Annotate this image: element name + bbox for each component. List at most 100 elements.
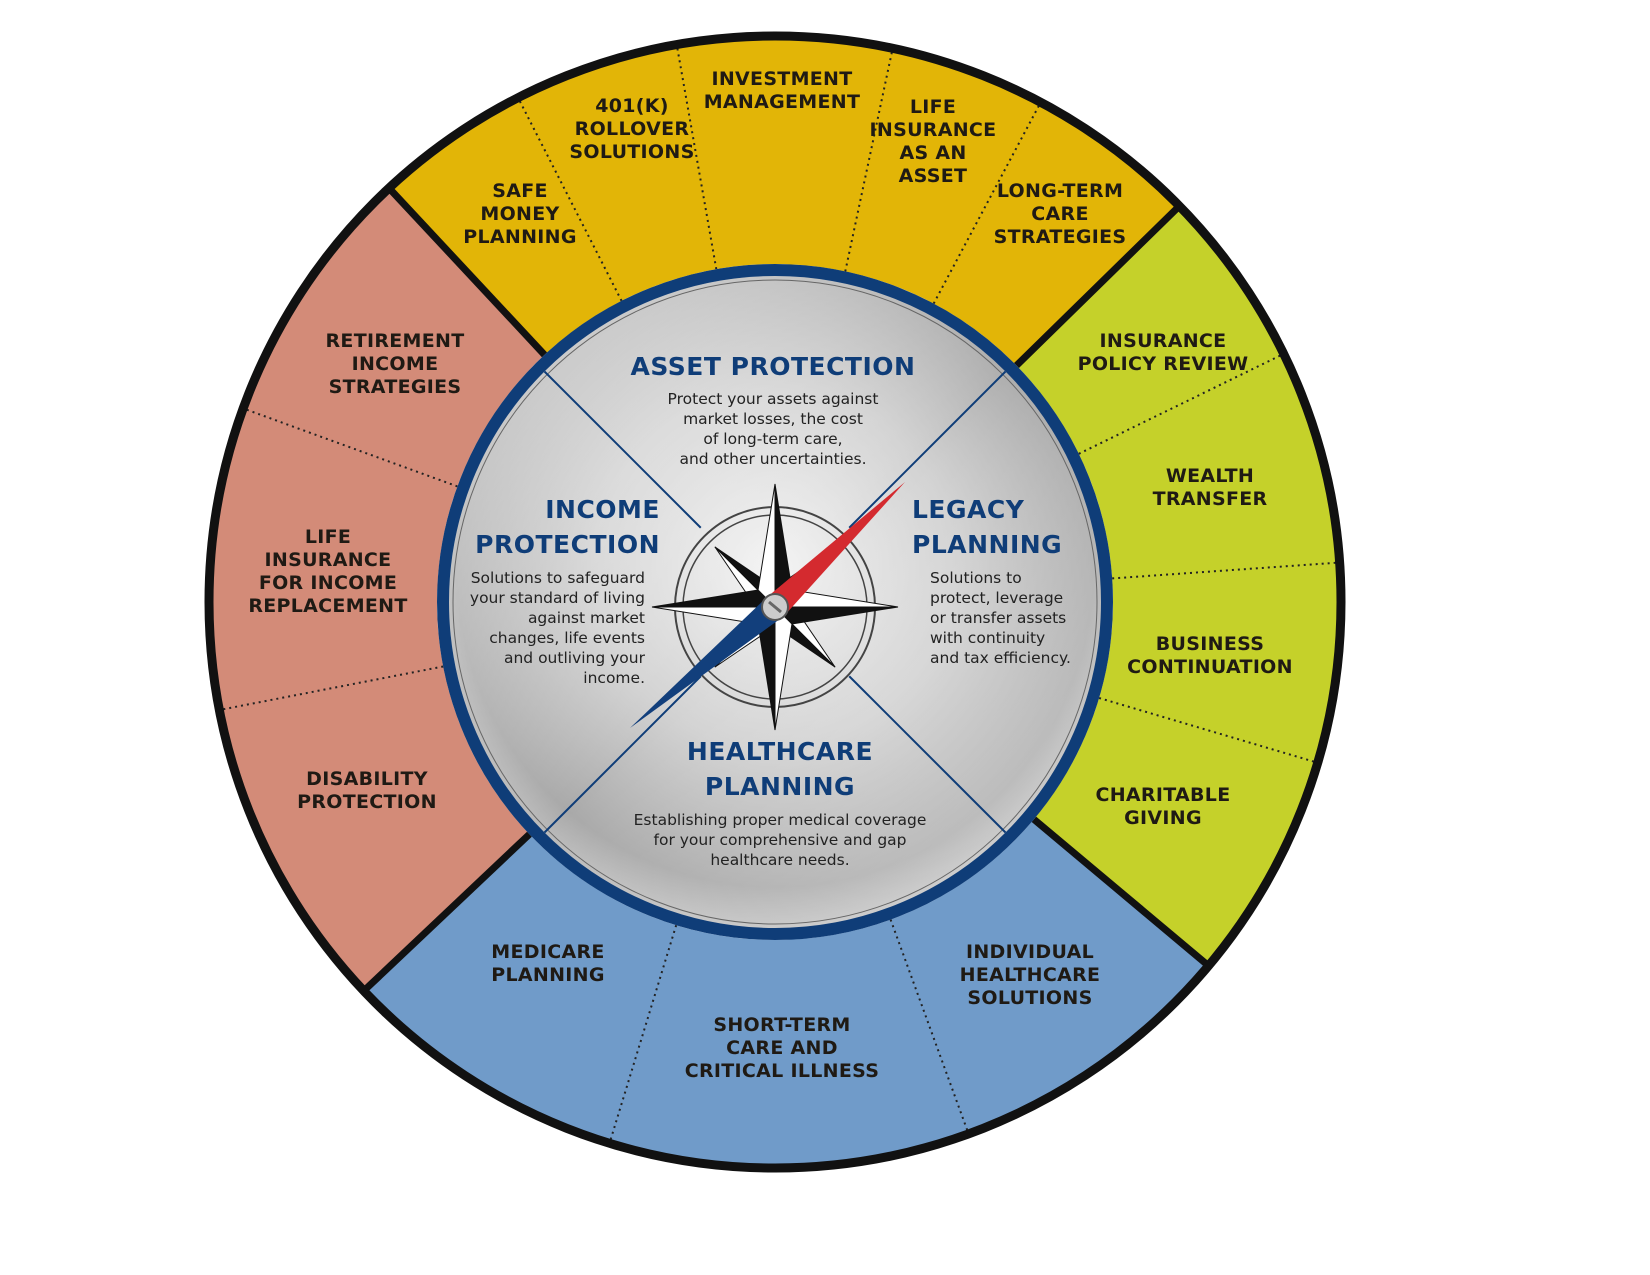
quadrant-divider xyxy=(848,370,1007,529)
service-label-asset-line: CARE xyxy=(1031,203,1088,225)
quadrant-dividers xyxy=(543,370,1007,834)
item-divider xyxy=(1078,354,1281,455)
service-label-asset-line: ROLLOVER xyxy=(575,118,690,140)
service-label-healthcare-line: SOLUTIONS xyxy=(967,987,1092,1009)
service-label-asset-line: LONG-TERM xyxy=(997,180,1123,202)
quadrant-desc-legacy-line: and tax efficiency. xyxy=(930,649,1071,667)
needle-blue xyxy=(630,598,784,728)
service-label-income-line: PROTECTION xyxy=(297,791,437,813)
service-label-income-line: REPLACEMENT xyxy=(248,595,407,617)
quadrant-title-asset: ASSET PROTECTION xyxy=(631,352,916,381)
service-label-healthcare-line: MEDICARE xyxy=(491,941,604,963)
service-label-income-line: RETIREMENT xyxy=(326,330,465,352)
quadrant-desc-legacy-line: Solutions to xyxy=(930,569,1022,587)
quadrant-desc-healthcare-line: for your comprehensive and gap xyxy=(654,831,907,849)
outer-rim xyxy=(204,31,1346,1173)
service-label-asset-line: ASSET xyxy=(899,165,968,187)
service-label-income-line: INCOME xyxy=(352,353,439,375)
quadrant-desc-income: Solutions to safeguard your standard of l… xyxy=(470,569,646,687)
sector-income xyxy=(208,188,545,991)
sector-asset xyxy=(388,36,1180,366)
quadrant-desc-income-line: your standard of living xyxy=(470,589,645,607)
quadrant-title-income-line: PROTECTION xyxy=(475,530,660,559)
center-disc-inner-ring xyxy=(452,279,1098,925)
service-label-legacy-line: BUSINESS xyxy=(1156,633,1264,655)
sector-legacy xyxy=(1016,205,1342,966)
service-label-healthcare-line: CRITICAL ILLNESS xyxy=(685,1060,880,1082)
service-label-asset-line: LIFE xyxy=(910,96,956,118)
item-divider xyxy=(518,100,623,302)
quadrant-desc-income-line: and outliving your xyxy=(504,649,646,667)
service-label-asset-line: MONEY xyxy=(480,203,559,225)
service-label-healthcare-line: INDIVIDUAL xyxy=(966,941,1094,963)
service-label-asset-line: AS AN xyxy=(899,142,966,164)
service-label-income-line: STRATEGIES xyxy=(329,376,462,398)
compass-pivot-slot xyxy=(768,600,782,614)
quadrant-desc-asset-line: and other uncertainties. xyxy=(679,450,866,468)
quadrant-divider xyxy=(543,370,702,529)
service-label-asset-line: SAFE xyxy=(492,180,548,202)
quadrant-title-income-line: INCOME xyxy=(545,495,660,524)
service-label-healthcare-line: CARE AND xyxy=(726,1037,838,1059)
sector-dividers xyxy=(223,48,1336,1140)
quadrant-desc-income-line: changes, life events xyxy=(489,629,645,647)
quadrant-desc-legacy-line: or transfer assets xyxy=(930,609,1066,627)
service-label-asset-line: STRATEGIES xyxy=(994,226,1127,248)
item-divider xyxy=(844,52,893,272)
service-label-income-line: DISABILITY xyxy=(306,768,428,790)
compass-rose-icon xyxy=(630,482,905,731)
quadrant-desc-income-line: Solutions to safeguard xyxy=(471,569,645,587)
quadrant-desc-asset-line: Protect your assets against xyxy=(668,390,879,408)
quadrant-desc-legacy-line: protect, leverage xyxy=(930,589,1063,607)
item-divider xyxy=(1112,561,1336,580)
quadrant-desc-asset-line: market losses, the cost xyxy=(683,410,863,428)
quadrant-desc-asset: Protect your assets against market losses… xyxy=(668,390,879,468)
service-label-legacy-line: GIVING xyxy=(1124,807,1202,829)
needle-red xyxy=(766,482,905,616)
service-label-asset-line: PLANNING xyxy=(463,226,577,248)
quadrant-title-legacy-line: PLANNING xyxy=(912,530,1062,559)
quadrant-desc-healthcare-line: Establishing proper medical coverage xyxy=(634,811,927,829)
service-label-asset-line: INVESTMENT xyxy=(711,68,852,90)
service-label-healthcare-line: PLANNING xyxy=(491,964,605,986)
item-divider xyxy=(246,408,458,488)
service-label-healthcare-line: HEALTHCARE xyxy=(960,964,1101,986)
item-divider xyxy=(223,665,444,711)
service-label-income-line: LIFE xyxy=(305,526,351,548)
service-label-asset-line: MANAGEMENT xyxy=(704,91,861,113)
service-label-legacy-line: WEALTH xyxy=(1166,465,1254,487)
quadrant-desc-income-line: against market xyxy=(528,609,645,627)
quadrant-desc-legacy: Solutions to protect, leverage or transfer… xyxy=(930,569,1071,667)
service-label-healthcare-line: SHORT-TERM xyxy=(713,1014,850,1036)
service-label-income-line: INSURANCE xyxy=(265,549,392,571)
quadrant-title-legacy: LEGACY PLANNING xyxy=(912,495,1062,559)
service-label-legacy-line: CHARITABLE xyxy=(1095,784,1230,806)
service-label-legacy-line: INSURANCE xyxy=(1100,330,1227,352)
quadrant-desc-income-line: income. xyxy=(583,669,645,687)
quadrant-title-asset-line: ASSET PROTECTION xyxy=(631,352,916,381)
service-label-legacy-line: CONTINUATION xyxy=(1127,656,1293,678)
item-divider xyxy=(932,105,1040,305)
sector-border xyxy=(1014,203,1182,369)
quadrant-title-legacy-line: LEGACY xyxy=(912,495,1025,524)
service-label-asset-line: 401(K) xyxy=(595,95,669,117)
sector-healthcare xyxy=(363,819,1209,1169)
service-label-legacy-line: TRANSFER xyxy=(1153,488,1268,510)
sector-border xyxy=(386,185,548,358)
